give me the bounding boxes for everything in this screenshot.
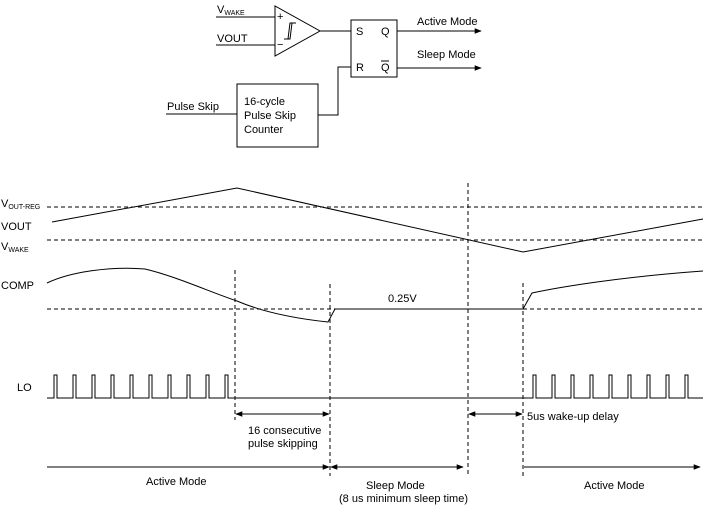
- sleep-phase-label-line-1: Sleep Mode: [366, 480, 425, 492]
- sleep-phase-label-line-2: (8 us minimum sleep time): [339, 493, 468, 505]
- skip-note-line-2: pulse skipping: [248, 438, 318, 450]
- active-mode-output-label: Active Mode: [417, 16, 478, 28]
- comp-waveform: [46, 267, 704, 323]
- skip-note-line-1: 16 consecutive: [248, 425, 321, 437]
- active-phase-2-label: Active Mode: [584, 480, 645, 492]
- comp-label: COMP: [1, 280, 34, 292]
- latch-s-label: S: [356, 26, 363, 38]
- sleep-mode-output-label: Sleep Mode: [417, 49, 476, 61]
- counter-line-1: 16-cycle: [244, 96, 285, 108]
- hysteresis-icon: [284, 22, 296, 40]
- latch-q-label: Q: [381, 26, 390, 38]
- sr-latch-box: [350, 19, 398, 78]
- block-diagram: + − VWAKE VOUT S Q R Q Active Mode Sleep…: [166, 4, 482, 148]
- comp-level-value: 0.25V: [388, 293, 417, 305]
- lo-label: LO: [17, 382, 32, 394]
- comparator-symbol: [274, 5, 322, 57]
- counter-line-3: Counter: [244, 124, 283, 136]
- latch-r-label: R: [356, 62, 364, 74]
- pulse-skip-input-label: Pulse Skip: [167, 101, 219, 113]
- vout-waveform: [51, 187, 704, 253]
- lo-waveform: [47, 374, 703, 399]
- counter-line-2: Pulse Skip: [244, 110, 296, 122]
- counter-to-reset-wire: [318, 66, 351, 116]
- vwake-label: VWAKE: [1, 241, 29, 254]
- comparator-plus-sign: +: [277, 11, 283, 23]
- vwake-input-label: VWAKE: [217, 4, 245, 17]
- comparator-minus-sign: −: [277, 39, 283, 51]
- vout-reg-label: VOUT-REG: [1, 198, 40, 211]
- vout-label: VOUT: [1, 221, 32, 233]
- active-phase-1-label: Active Mode: [146, 476, 207, 488]
- vout-input-label: VOUT: [217, 33, 248, 45]
- wake-delay-label: 5us wake-up delay: [527, 411, 619, 423]
- timing-section: VOUT-REG VOUT VWAKE COMP LO 0.25V 16 con…: [1, 183, 704, 505]
- latch-qbar-label: Q: [381, 62, 390, 74]
